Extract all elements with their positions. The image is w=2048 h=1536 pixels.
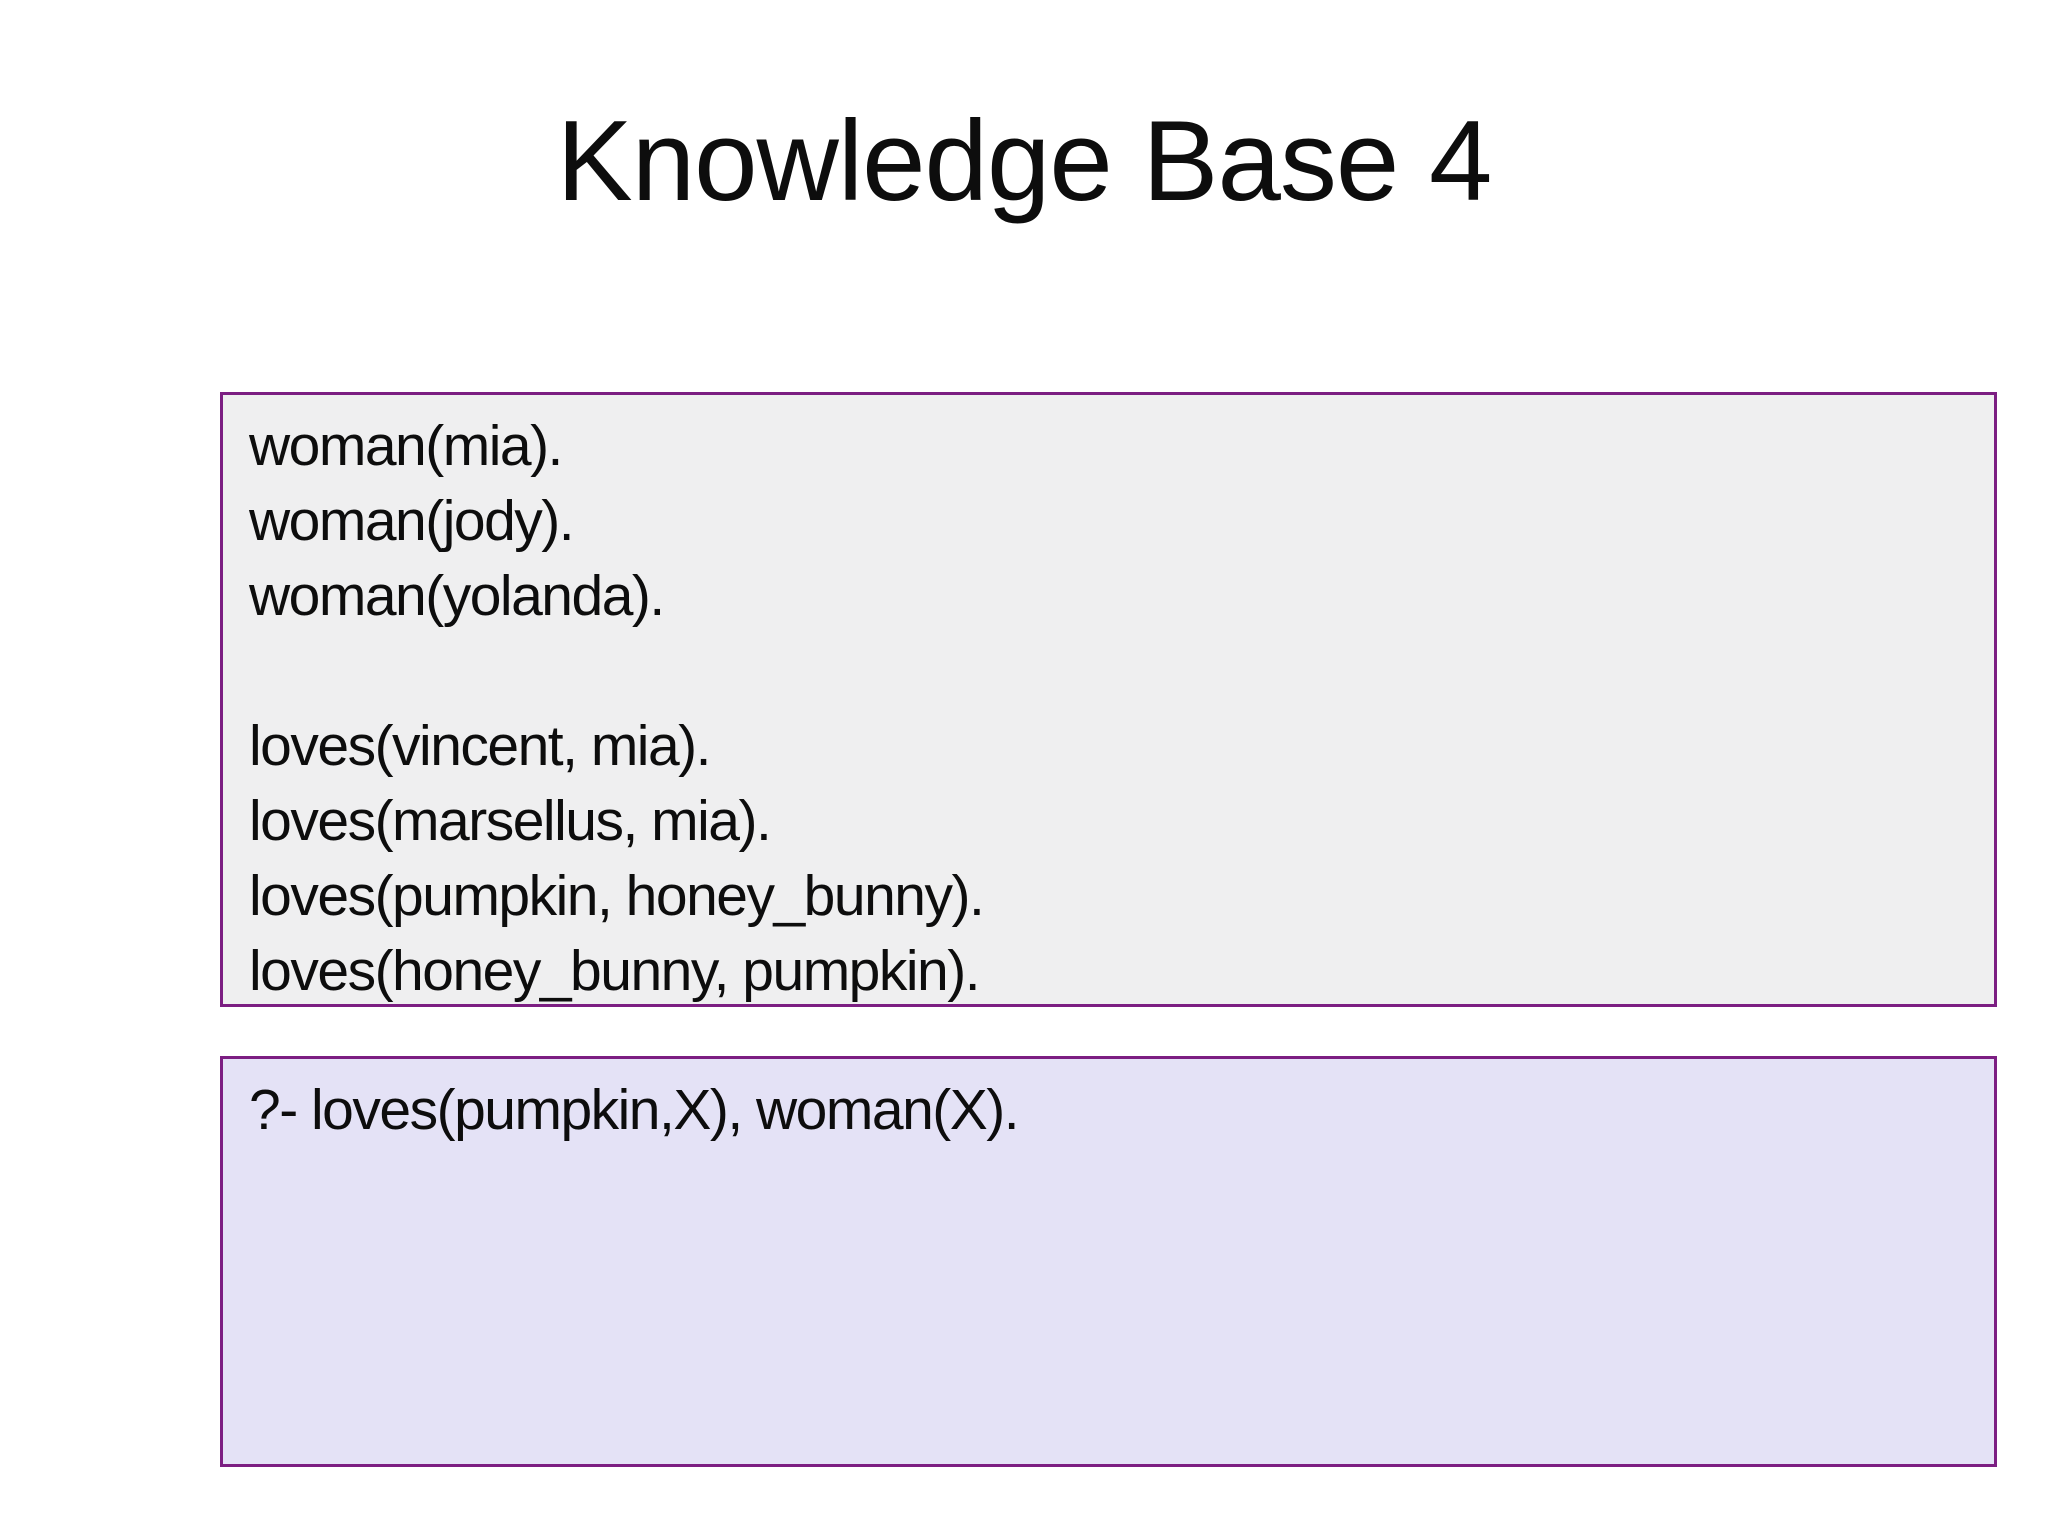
code-line: loves(marsellus, mia). <box>249 789 772 853</box>
code-line: loves(pumpkin, honey_bunny). <box>249 864 985 928</box>
code-line: woman(mia). <box>249 414 563 478</box>
code-line <box>249 634 1968 709</box>
query-box: ?- loves(pumpkin,X), woman(X). <box>220 1056 1997 1467</box>
knowledge-base-box: woman(mia). woman(jody). woman(yolanda). l… <box>220 392 1997 1007</box>
code-line: loves(vincent, mia). <box>249 714 712 778</box>
code-line: loves(honey_bunny, pumpkin). <box>249 939 981 1003</box>
code-line: woman(jody). <box>249 489 575 553</box>
code-line: ?- loves(pumpkin,X), woman(X). <box>249 1078 1020 1142</box>
code-line: woman(yolanda). <box>249 564 665 628</box>
slide-title: Knowledge Base 4 <box>556 98 1493 225</box>
